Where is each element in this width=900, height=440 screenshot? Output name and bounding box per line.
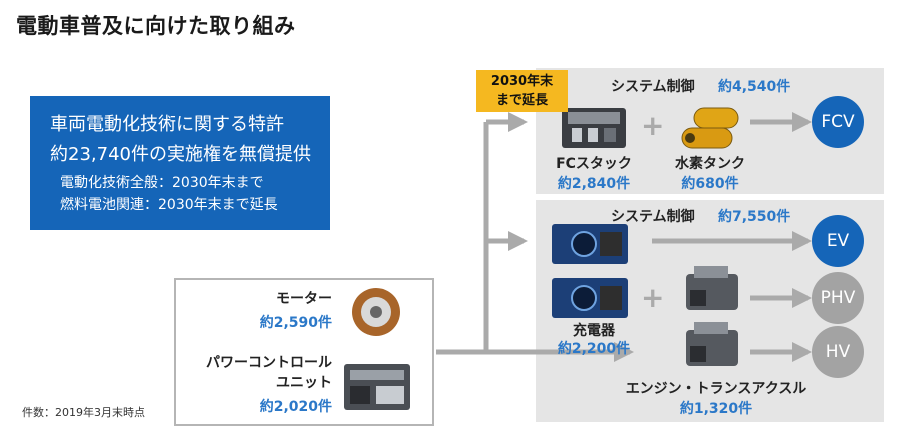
hydrogen-tank-label: 水素タンク [675,156,745,172]
phv-circle: PHV [812,272,864,324]
page-title: 電動車普及に向けた取り組み [16,14,296,38]
ev-circle: EV [812,215,864,267]
charger-image-2 [552,278,628,318]
hv-circle: HV [812,326,864,378]
footnote: 件数：2019年3月末時点 [22,406,145,419]
pcu-label-line-2: ユニット [276,375,332,391]
charger-label: 充電器 [573,323,615,339]
charger-count: 約2,200件 [557,341,631,357]
badge-line-1: 2030年末 [490,74,554,89]
fc-stack-count: 約2,840件 [557,176,631,192]
hydrogen-tank-image [681,107,739,149]
badge-line-2: まで延長 [495,93,548,108]
patent-info-box: 車両電動化技術に関する特許 約23,740件の実施権を無償提供 電動化技術全般：… [30,96,330,230]
hydrogen-tank-count: 約680件 [681,176,739,192]
ev-system-control-label: システム制御 [611,209,695,225]
pcu-count: 約2,020件 [259,399,332,415]
info-line-4: 燃料電池関連：2030年末まで延長 [60,197,278,213]
fcv-system-control-label: システム制御 [611,79,695,95]
info-line-2: 約23,740件の実施権を無償提供 [50,144,311,165]
motor-label: モーター [276,291,332,307]
ev-system-control-count: 約7,550件 [718,209,791,225]
extension-badge: 2030年末 まで延長 [476,70,568,112]
engine-image-1 [686,266,738,310]
pcu-image [344,364,410,410]
trunk-line [436,122,489,355]
fc-stack-label: FCスタック [556,156,632,172]
plus-icon: + [641,281,665,314]
info-line-3: 電動化技術全般：2030年末まで [60,175,264,191]
charger-image-1 [552,224,628,264]
plus-icon: + [641,109,665,142]
motor-image [352,288,400,336]
pcu-label-line-1: パワーコントロール [206,355,332,371]
fc-stack-image [562,108,626,148]
engine-transaxle-count: 約1,320件 [679,401,753,417]
info-line-1: 車両電動化技術に関する特許 [50,114,284,135]
fcv-circle: FCV [812,96,864,148]
fcv-system-control-count: 約4,540件 [718,79,791,95]
motor-count: 約2,590件 [259,315,332,331]
engine-image-2 [686,322,738,366]
engine-transaxle-label: エンジン・トランスアクスル [625,381,807,397]
